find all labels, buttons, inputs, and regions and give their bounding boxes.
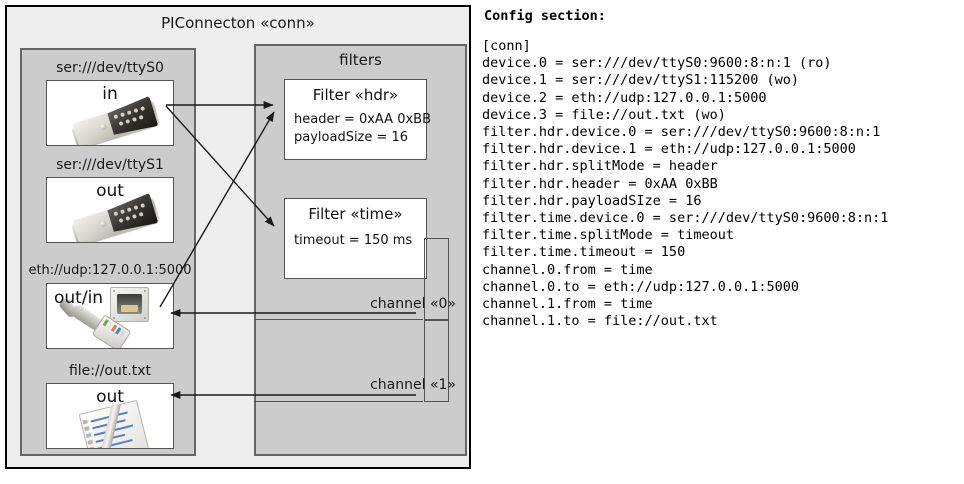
device-io-eth: out/in <box>54 288 104 308</box>
device-io-ttys0: in <box>102 84 118 104</box>
device-card-ttys1[interactable]: out <box>46 177 174 243</box>
channel-0-label: channel «0» <box>370 296 456 312</box>
device-card-eth[interactable]: out/in <box>46 283 174 349</box>
config-line: device.3 = file://out.txt (wo) <box>482 106 726 123</box>
filter-hdr-prop-header: header = 0xAA 0xBB <box>294 112 432 127</box>
config-line: device.1 = ser:///dev/ttyS1:115200 (wo) <box>482 72 799 89</box>
devices-panel: ser:///dev/ttyS0 in ser:///dev/ttyS1 <box>20 48 196 456</box>
device-label-file: file://out.txt <box>68 363 152 379</box>
device-card-file[interactable]: out <box>46 383 174 449</box>
device-label-ttys0: ser:///dev/ttyS0 <box>56 60 164 76</box>
channel-0-frame <box>424 238 449 320</box>
filter-box-hdr[interactable]: Filter «hdr» header = 0xAA 0xBB payloadS… <box>284 79 431 160</box>
connection-outer-frame: PIConnecton «conn» ser:///dev/ttyS0 in <box>5 5 471 469</box>
config-heading: Config section: <box>484 8 606 24</box>
config-line: channel.0.to = eth://udp:127.0.0.1:5000 <box>482 278 799 295</box>
channel-0-bottom-rule <box>254 319 423 320</box>
config-line: channel.1.from = time <box>482 296 653 313</box>
channel-1-bottom-rule <box>254 401 423 402</box>
config-line: channel.1.to = file://out.txt <box>482 313 718 330</box>
filter-time-prop-timeout: timeout = 150 ms <box>294 233 413 248</box>
config-line: filter.hdr.header = 0xAA 0xBB <box>482 175 718 192</box>
config-line: filter.hdr.splitMode = header <box>482 158 718 175</box>
config-lines-list: [conn]device.0 = ser:///dev/ttyS0:9600:8… <box>482 38 960 330</box>
config-line: device.0 = ser:///dev/ttyS0:9600:8:n:1 (… <box>482 55 832 72</box>
filter-hdr-prop-payloadsize: payloadSize = 16 <box>294 130 409 145</box>
config-section: Config section: [conn]device.0 = ser:///… <box>482 8 960 330</box>
filter-hdr-title: Filter «hdr» <box>312 86 399 104</box>
config-line: [conn] <box>482 38 531 54</box>
config-line: filter.hdr.payloadSIze = 16 <box>482 192 702 209</box>
config-line: filter.time.splitMode = timeout <box>482 227 734 244</box>
config-line: filter.time.timeout = 150 <box>482 244 686 261</box>
config-line: device.2 = eth://udp:127.0.0.1:5000 <box>482 89 767 106</box>
filter-time-title: Filter «time» <box>308 205 403 223</box>
config-line: channel.0.from = time <box>482 261 653 278</box>
outer-frame-title: PIConnecton «conn» <box>161 14 315 32</box>
filters-panel-title: filters <box>339 51 382 69</box>
device-label-eth: eth://udp:127.0.0.1:5000 <box>28 263 192 278</box>
device-io-file: out <box>96 387 124 407</box>
filters-panel: filters Filter «hdr» header = 0xAA 0xBB … <box>254 44 467 456</box>
device-io-ttys1: out <box>96 181 124 201</box>
device-card-ttys0[interactable]: in <box>46 80 174 146</box>
config-line: filter.hdr.device.1 = eth://udp:127.0.0.… <box>482 141 856 158</box>
filter-box-time[interactable]: Filter «time» timeout = 150 ms <box>284 198 427 279</box>
channel-1-label: channel «1» <box>370 377 456 393</box>
config-line: filter.hdr.device.0 = ser:///dev/ttyS0:9… <box>482 124 881 141</box>
device-label-ttys1: ser:///dev/ttyS1 <box>56 157 164 173</box>
config-line: filter.time.device.0 = ser:///dev/ttyS0:… <box>482 210 889 227</box>
channel-1-frame <box>424 320 449 402</box>
